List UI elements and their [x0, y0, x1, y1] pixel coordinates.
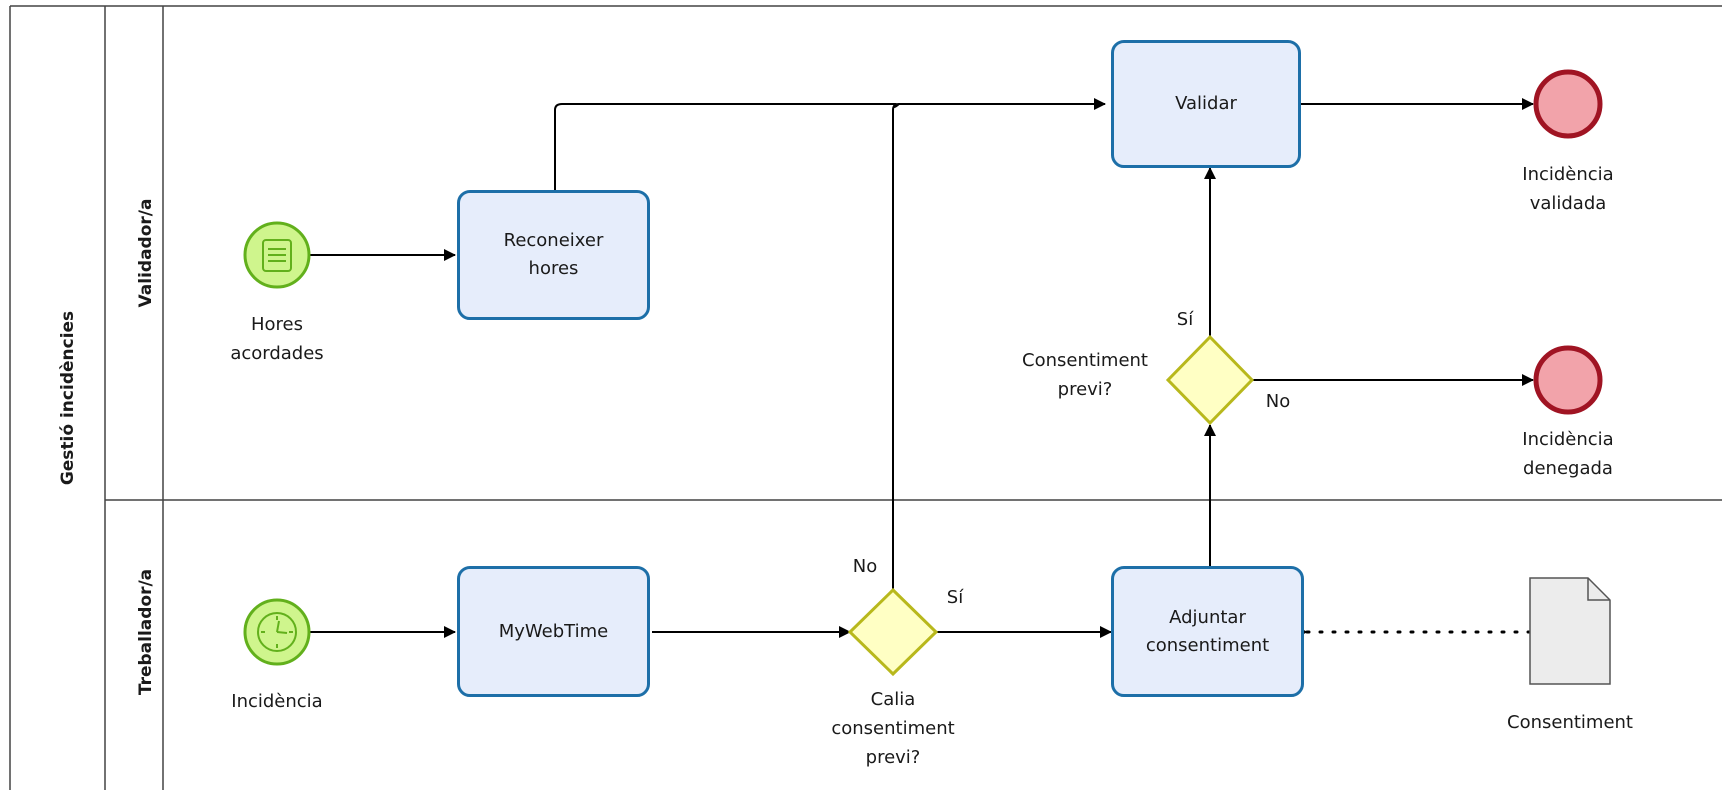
- flow-label-no-bottom: No: [852, 556, 878, 577]
- label-incidencia-validada: Incidència validada: [1522, 164, 1614, 214]
- gateway-calia-consentiment[interactable]: [847, 587, 939, 677]
- task-validar[interactable]: Validar: [1111, 40, 1301, 168]
- start-event-hores-acordades[interactable]: [243, 221, 311, 289]
- label-incidencia-denegada: Incidència denegada: [1522, 429, 1614, 479]
- label-consentiment-document: Consentiment: [1507, 712, 1633, 733]
- sequence-flows: [310, 98, 1534, 638]
- flow-label-si-top: Sí: [1176, 309, 1194, 330]
- task-reconeixer-hores[interactable]: Reconeixer hores: [457, 190, 650, 320]
- pool-frame: [9, 5, 1722, 790]
- message-list-icon: [262, 239, 292, 272]
- label-incidencia: Incidència: [231, 691, 323, 712]
- flow-label-no-top: No: [1265, 391, 1291, 412]
- timer-icon: [257, 612, 297, 652]
- pool-title: Gestió incidències: [58, 310, 78, 486]
- flow-calia-no-to-validar: [892, 103, 900, 590]
- gateway-consentiment-previ[interactable]: [1165, 334, 1255, 426]
- flow-reconeixer-to-validar: [554, 98, 1106, 190]
- end-event-denegada[interactable]: [1533, 345, 1603, 415]
- lane-title-validador: Validador/a: [136, 198, 156, 308]
- start-event-incidencia[interactable]: [243, 598, 311, 666]
- label-consentiment-previ: Consentiment previ?: [1022, 350, 1148, 400]
- label-calia-consentiment: Calia consentiment previ?: [831, 689, 955, 768]
- label-hores-acordades: Hores acordades: [230, 314, 324, 364]
- document-icon[interactable]: [1529, 577, 1611, 685]
- task-adjuntar-consentiment[interactable]: Adjuntar consentiment: [1111, 566, 1304, 697]
- flow-label-si-bottom: Sí: [946, 587, 964, 608]
- end-event-validada[interactable]: [1533, 69, 1603, 139]
- task-mywebtime[interactable]: MyWebTime: [457, 566, 650, 697]
- lane-title-treballador: Treballador/a: [136, 568, 156, 696]
